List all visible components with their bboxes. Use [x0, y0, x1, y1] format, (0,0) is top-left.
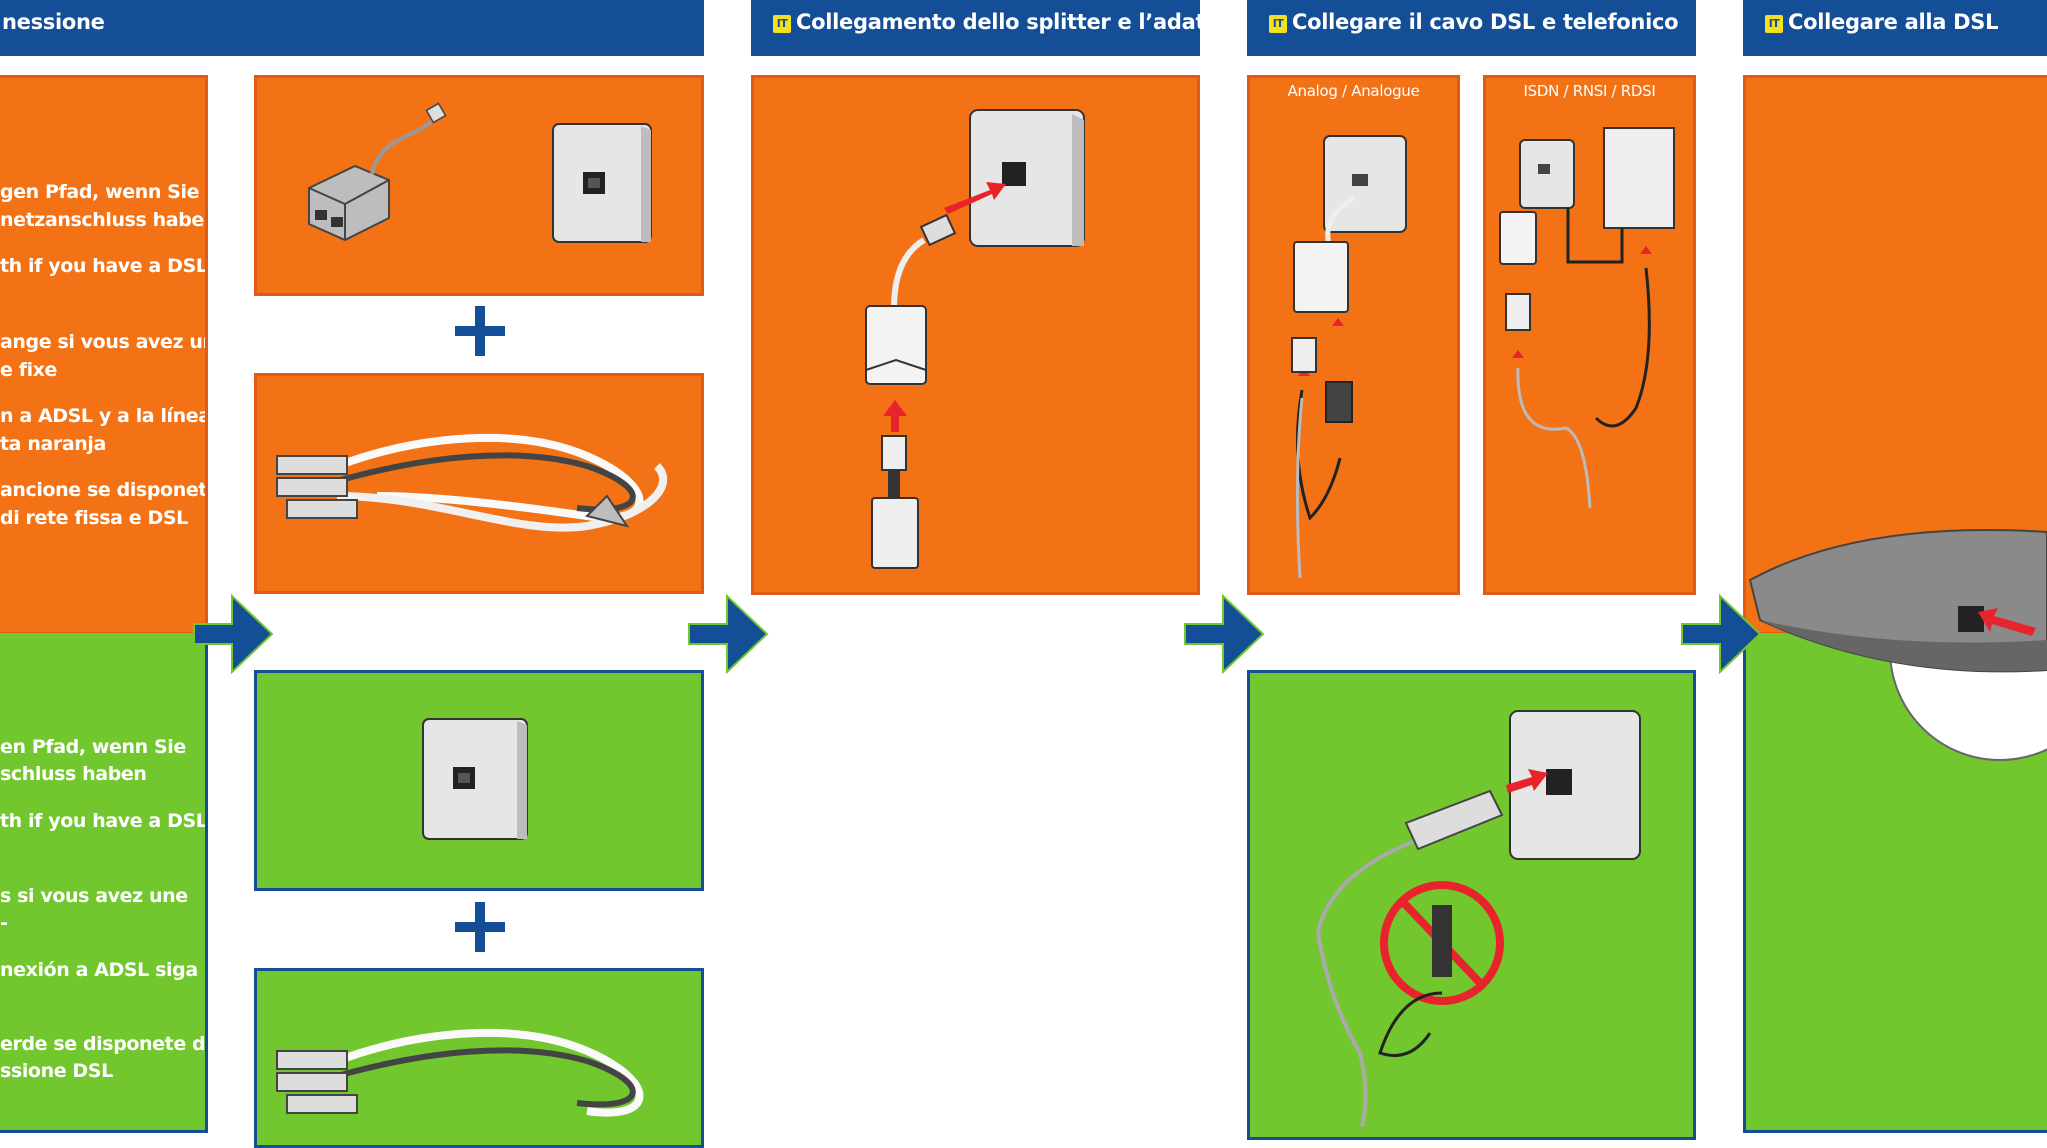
flow-arrow-icon: [687, 594, 769, 674]
red-arrow-icon: [1506, 769, 1548, 793]
isdn-subtitle: ISDN / RNSI / RDSI: [1523, 82, 1656, 100]
splitter-icon: [1499, 211, 1537, 265]
dsl-cable-icon: [276, 1028, 644, 1117]
wall-socket-icon: [1509, 710, 1641, 860]
dsl-cable-connection-panel: [1247, 670, 1696, 1140]
green-text-fr-2: -: [0, 912, 8, 934]
orange-text-en-1: th if you have a DSL: [0, 255, 208, 277]
header-bar-cables: IT Collegare il cavo DSL e telefonico: [1247, 0, 1696, 56]
splitter-connection-panel: [751, 75, 1200, 595]
wall-socket-icon: [552, 123, 652, 243]
red-arrow-icon: [883, 400, 907, 432]
no-entry-icon: [1380, 881, 1504, 1005]
green-text-en-1: th if you have a DSL: [0, 810, 208, 832]
header-title-connection-type: nessione: [2, 10, 105, 34]
router-device-icon: [1740, 520, 2047, 780]
flow-arrow-icon: [1680, 594, 1762, 674]
orange-text-de-1: gen Pfad, wenn Sie: [0, 181, 200, 203]
lang-badge-icon: IT: [1269, 15, 1287, 33]
header-bar-splitter: IT Collegamento dello splitter e l’adatta…: [751, 0, 1200, 56]
green-text-de-1: en Pfad, wenn Sie: [0, 736, 186, 758]
red-arrow-icon: [944, 182, 1006, 214]
header-bar-connect-dsl: IT Collegare alla DSL: [1743, 0, 2047, 56]
analog-subtitle: Analog / Analogue: [1287, 82, 1420, 100]
flow-arrow-icon: [192, 594, 274, 674]
lang-badge-icon: IT: [773, 15, 791, 33]
orange-text-es-2: ta naranja: [0, 433, 106, 455]
adapter-icon: [1291, 337, 1353, 423]
orange-path-text-panel: gen Pfad, wenn Sie netzanschluss haben t…: [0, 75, 208, 635]
dsl-cable-green-panel: [254, 968, 704, 1148]
wall-socket-icon: [969, 109, 1085, 247]
orange-text-it-2: di rete fissa e DSL: [0, 507, 188, 529]
plus-icon: [455, 306, 505, 356]
ntba-box-icon: [1603, 127, 1675, 229]
green-text-es-1: nexión a ADSL siga la: [0, 959, 208, 981]
green-text-fr-1: s si vous avez une: [0, 885, 188, 907]
adapter-icon: [871, 435, 919, 569]
wall-socket-icon: [422, 718, 528, 840]
flow-arrow-icon: [1183, 594, 1265, 674]
analog-panel: Analog / Analogue: [1247, 75, 1460, 595]
adapter-icon: [1505, 293, 1531, 331]
green-text-it-1: erde se disponete di: [0, 1033, 208, 1055]
splitter-icon: [1293, 241, 1349, 313]
header-bar-connection-type: nessione: [0, 0, 704, 56]
splitter-icon: [865, 213, 957, 385]
splitter-and-socket-panel: [254, 75, 704, 296]
header-title-cables: Collegare il cavo DSL e telefonico: [1292, 10, 1679, 34]
green-text-it-2: ssione DSL: [0, 1060, 113, 1082]
wall-socket-icon: [1519, 139, 1575, 209]
plus-icon: [455, 902, 505, 952]
wall-socket-icon: [1323, 135, 1407, 233]
header-title-splitter: Collegamento dello splitter e l’adattato…: [796, 10, 1200, 34]
green-text-de-2: schluss haben: [0, 763, 147, 785]
header-title-connect-dsl: Collegare alla DSL: [1788, 10, 1999, 34]
orange-text-fr-2: e fixe: [0, 359, 58, 381]
orange-text-es-1: n a ADSL y a la línea: [0, 405, 208, 427]
lang-badge-icon: IT: [1765, 15, 1783, 33]
green-path-text-panel: en Pfad, wenn Sie schluss haben th if yo…: [0, 633, 208, 1133]
orange-text-it-1: ancione se disponete: [0, 479, 208, 501]
orange-text-de-2: netzanschluss haben: [0, 209, 208, 231]
dsl-cable-orange-panel: [254, 373, 704, 594]
isdn-panel: ISDN / RNSI / RDSI: [1483, 75, 1696, 595]
orange-text-fr-1: ange si vous avez une: [0, 331, 208, 353]
dsl-cable-icon: [276, 433, 667, 532]
splitter-icon: [308, 102, 447, 242]
red-arrow-icon: [1512, 246, 1652, 358]
dsl-cable-icon: [1315, 789, 1504, 1127]
socket-green-panel: [254, 670, 704, 891]
